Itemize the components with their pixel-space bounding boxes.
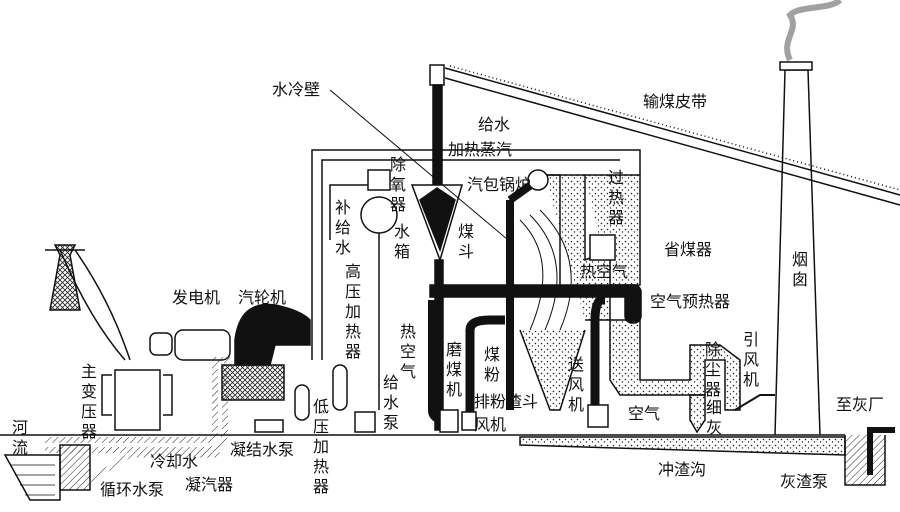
label-hp-heater: 高压加热器 [345, 262, 362, 361]
chimney [774, 61, 821, 436]
label-circulating-pump: 循环水泵 [100, 480, 165, 499]
circulating-pump-body [59, 444, 91, 491]
label-condensate-pump: 凝结水泵 [230, 440, 295, 459]
label-generator: 发电机 [172, 288, 221, 307]
label-cooling-water: 冷却水 [150, 452, 199, 471]
label-exhaust-fan-2: 风机 [474, 415, 507, 434]
cooling-water-pipe [45, 357, 230, 453]
label-pulverized-coal: 煤粉 [484, 345, 501, 384]
coal-mill [439, 409, 459, 433]
river [3, 454, 61, 501]
label-drum-boiler: 汽包锅炉 [467, 175, 532, 194]
label-economizer: 省煤器 [664, 240, 713, 259]
label-coal-belt: 输煤皮带 [643, 92, 708, 111]
label-air: 空气 [628, 404, 661, 423]
label-superheater: 过热器 [608, 168, 625, 227]
label-to-ash-plant: 至灰厂 [836, 395, 885, 414]
pylon [49, 244, 81, 311]
label-heating-steam: 加热蒸汽 [448, 140, 513, 159]
id-fan-duct [734, 394, 775, 411]
label-induced-draft-fan: 引风机 [743, 330, 760, 389]
label-lp-heater: 低压加热器 [313, 397, 330, 496]
flue-duct [609, 319, 741, 411]
label-ash-pump: 灰渣泵 [780, 472, 829, 491]
generator-body [174, 329, 231, 361]
label-slag-trench: 冲渣沟 [658, 460, 707, 479]
label-coal-hopper: 煤斗 [458, 222, 475, 261]
steam-pipe [321, 159, 620, 360]
label-water-wall: 水冷壁 [272, 80, 321, 99]
label-main-transformer: 主变压器 [81, 362, 98, 441]
label-turbine: 汽轮机 [238, 288, 287, 307]
label-feed-pump: 给水泵 [383, 373, 400, 432]
label-hot-air-mill: 热空气 [400, 322, 417, 381]
label-makeup-water: 补给水 [335, 198, 352, 257]
steam-drum [527, 169, 549, 191]
label-dust-collector: 除尘器 [705, 340, 722, 399]
label-forced-draft-fan: 送风机 [568, 355, 585, 414]
label-air-preheater: 空气预热器 [650, 292, 731, 311]
label-feedwater: 给水 [478, 115, 511, 134]
label-condenser: 凝汽器 [185, 475, 234, 494]
feed-pump-body [354, 411, 376, 433]
label-chimney: 烟囱 [792, 250, 809, 289]
fd-fan [587, 404, 609, 428]
hp-heater-body [332, 364, 348, 411]
label-fine-ash: 细灰 [706, 398, 723, 437]
label-water-tank: 水箱 [394, 222, 411, 261]
smoke [784, 0, 843, 62]
boiler [506, 169, 641, 411]
ash-pump-pit [844, 435, 886, 486]
label-slag-hopper: 渣斗 [506, 392, 539, 411]
deaerator-body [367, 169, 391, 191]
slag-trench-drawing [519, 436, 846, 456]
transformer-body [114, 369, 161, 431]
label-hot-air-boiler: 热空气 [580, 262, 629, 281]
lp-heater-body [294, 384, 310, 421]
coal-bunker-top [429, 64, 445, 86]
label-exhaust-fan-1: 排粉 [474, 392, 507, 411]
label-deaerator: 除氧器 [390, 155, 407, 214]
condenser-body [221, 364, 285, 401]
condensate-pump-body [254, 419, 284, 433]
label-coal-mill: 磨煤机 [446, 340, 463, 399]
label-river: 河流 [12, 418, 29, 457]
turbine-body [234, 303, 311, 366]
feedwater-pipe [311, 149, 641, 360]
dust-hopper [689, 394, 706, 434]
exhaust-fan [461, 411, 477, 431]
coal-belt [444, 65, 900, 206]
